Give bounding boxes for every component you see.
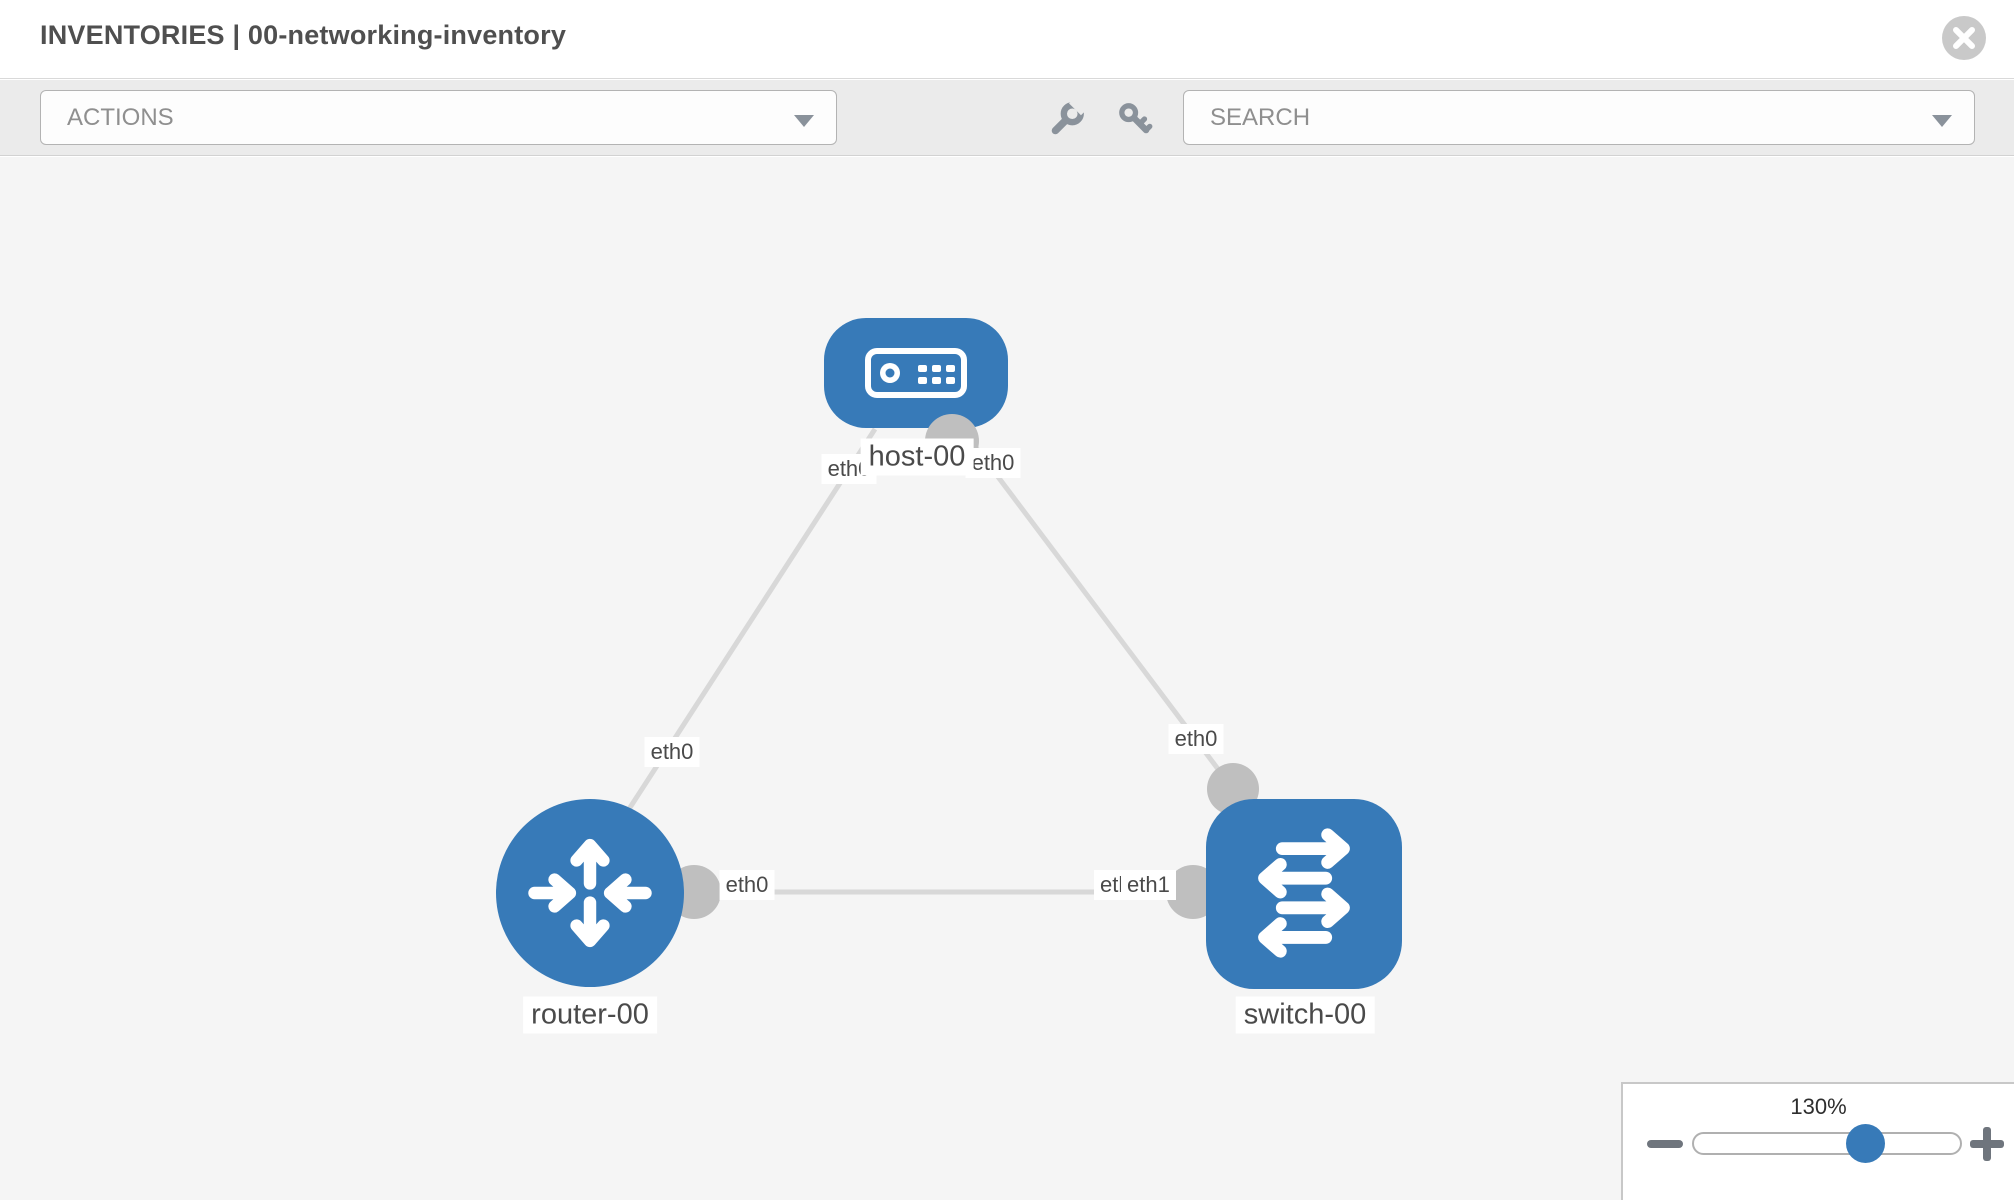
zoom-level: 130% xyxy=(1790,1094,1847,1119)
close-button[interactable] xyxy=(1942,16,1986,60)
node-host-00[interactable] xyxy=(824,318,1008,428)
actions-dropdown-label: ACTIONS xyxy=(67,103,174,131)
node-label-router: router-00 xyxy=(523,996,657,1034)
search-dropdown[interactable]: SEARCH xyxy=(1183,90,1975,145)
topology-canvas[interactable]: host-00 router-00 switch-00 eth0 eth0 et… xyxy=(0,157,2014,1200)
configure-button[interactable] xyxy=(1048,95,1089,138)
zoom-in-button[interactable] xyxy=(1970,1127,2004,1161)
topology-links xyxy=(617,427,1235,895)
interface-label-router-top: eth0 xyxy=(644,737,700,767)
node-router-00[interactable] xyxy=(496,799,684,987)
toolbar: ACTIONS SEARCH xyxy=(0,80,2014,156)
host-icon xyxy=(865,348,967,398)
header: INVENTORIES | 00-networking-inventory xyxy=(0,0,2014,79)
search-placeholder: SEARCH xyxy=(1210,103,1311,131)
router-icon xyxy=(528,838,652,948)
wrench-icon xyxy=(1051,95,1089,135)
interface-label-switch-top: eth0 xyxy=(1168,724,1224,754)
actions-dropdown[interactable]: ACTIONS xyxy=(40,90,837,145)
page-title: INVENTORIES | 00-networking-inventory xyxy=(40,20,567,50)
zoom-slider-thumb[interactable] xyxy=(1846,1124,1885,1163)
interface-label-router-right: eth0 xyxy=(719,870,775,900)
zoom-slider-track[interactable] xyxy=(1692,1132,1962,1155)
node-label-switch: switch-00 xyxy=(1235,996,1375,1034)
close-icon xyxy=(1953,27,1975,49)
node-label-host: host-00 xyxy=(860,438,974,476)
key-icon xyxy=(1119,103,1153,134)
interface-label-switch-left-front: eth1 xyxy=(1121,870,1176,900)
zoom-panel: 130% xyxy=(1621,1082,2014,1200)
chevron-down-icon xyxy=(1932,115,1952,127)
key-button[interactable] xyxy=(1116,100,1154,138)
interface-label-host-right: eth0 xyxy=(965,448,1021,478)
zoom-out-button[interactable] xyxy=(1647,1140,1683,1148)
chevron-down-icon xyxy=(794,115,814,127)
node-switch-00[interactable] xyxy=(1206,799,1402,989)
switch-icon xyxy=(1258,828,1350,958)
